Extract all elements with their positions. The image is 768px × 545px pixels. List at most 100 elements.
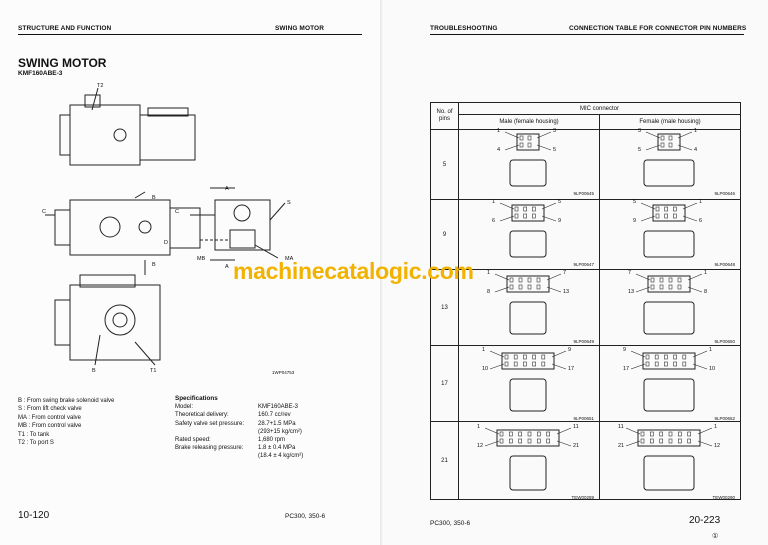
pin-number-label: 8 xyxy=(704,289,708,295)
leader-line xyxy=(484,427,500,435)
female-cell xyxy=(599,129,741,200)
pin-slot xyxy=(513,354,518,360)
spec-row: (293+15 kg/cm²) xyxy=(175,428,302,436)
label-b-lower: B xyxy=(92,368,96,374)
pin-slot xyxy=(664,354,668,360)
pin-slot xyxy=(523,213,527,219)
leader-line xyxy=(682,215,698,222)
connector-face xyxy=(496,429,560,447)
female-cell xyxy=(599,421,741,500)
connector-face xyxy=(652,204,686,222)
figure-code: 9LP00652 xyxy=(714,416,735,421)
label-ma: MA xyxy=(285,256,294,262)
male-cell xyxy=(458,345,600,422)
pin-slot xyxy=(537,431,541,437)
leader-line xyxy=(546,286,562,293)
table-row: 5 xyxy=(430,129,741,200)
pin-slot xyxy=(659,431,663,437)
pin-number-label: 5 xyxy=(558,199,562,205)
pin-slot xyxy=(513,361,518,367)
pin-slot xyxy=(519,142,524,148)
leader-line xyxy=(682,202,698,210)
pin-number-label: 10 xyxy=(482,366,489,372)
swing-motor-drawing xyxy=(45,87,286,366)
pin-number-label: 11 xyxy=(573,424,579,430)
right-header-rule xyxy=(430,34,744,35)
pin-slot xyxy=(514,206,519,212)
spec-row: Brake releasing pressure:1.8 ± 0.4 MPa xyxy=(175,444,295,452)
figure-code: 9LP00651 xyxy=(573,416,594,421)
pin-count: 21 xyxy=(430,421,459,500)
pin-slot xyxy=(509,438,513,444)
leader-line xyxy=(677,144,693,151)
pin-slot xyxy=(527,135,532,141)
label-t2: T2 xyxy=(97,83,104,89)
pin-count: 17 xyxy=(430,345,459,422)
leader-line xyxy=(541,215,557,222)
pin-number-label: 4 xyxy=(694,147,698,153)
specs-title: Specifications xyxy=(175,395,218,402)
pin-slot xyxy=(640,438,645,444)
figure-code: 9LP00647 xyxy=(573,262,594,267)
male-cell xyxy=(458,199,600,270)
pin-slot xyxy=(536,284,541,290)
leader-line xyxy=(635,273,651,281)
label-d: D xyxy=(164,240,168,246)
leader-line xyxy=(494,286,510,293)
pin-slot xyxy=(523,361,527,367)
connector-face xyxy=(642,352,696,370)
pin-slot xyxy=(527,431,532,437)
pin-number-label: 13 xyxy=(563,289,570,295)
spec-value: 1,680 rpm xyxy=(258,436,286,443)
leader-line xyxy=(484,440,500,447)
pin-slot xyxy=(527,438,532,444)
female-connector-icon xyxy=(640,202,698,258)
pin-slot xyxy=(527,284,532,290)
pin-slot xyxy=(541,361,546,367)
spec-row: Safety valve set pressure:28.7+1.5 MPa xyxy=(175,420,296,428)
leader-line xyxy=(489,350,505,358)
figure-code: 9LP00645 xyxy=(573,191,594,196)
connector-face xyxy=(501,352,555,370)
pin-slot xyxy=(519,135,524,141)
connector-face xyxy=(511,204,545,222)
legend-item: MB : From control valve xyxy=(18,423,82,430)
port-legend: B : From swing brake solenoid valve S : … xyxy=(18,397,114,447)
pin-number-label: 1 xyxy=(482,347,486,353)
label-c-left: C xyxy=(42,209,46,215)
pin-number-label: 17 xyxy=(568,366,575,372)
pin-number-label: 1 xyxy=(714,424,718,430)
spec-key: Safety valve set pressure: xyxy=(175,420,245,427)
leader-line xyxy=(504,131,520,139)
pin-slot xyxy=(537,438,541,444)
male-cell xyxy=(458,421,600,500)
pin-number-label: 1 xyxy=(709,347,713,353)
pin-slot xyxy=(532,213,536,219)
pin-slot xyxy=(668,284,673,290)
legend-item: S : From lift check valve xyxy=(18,406,82,413)
pin-slot xyxy=(640,431,645,437)
female-connector-icon xyxy=(625,427,713,491)
housing-body xyxy=(509,159,547,187)
spec-value: KMF160ABE-3 xyxy=(258,404,299,411)
left-header-rule xyxy=(18,34,362,35)
pin-slot xyxy=(509,431,513,437)
leader-line xyxy=(625,440,641,447)
connector-table: No. of pins MIC connector Male (female h… xyxy=(430,101,741,500)
label-b-bottom: B xyxy=(152,262,156,268)
table-row: 9 xyxy=(430,199,741,270)
female-connector-icon xyxy=(643,131,695,187)
spec-value: (18.4 ± 4 kg/cm²) xyxy=(258,453,304,460)
pin-slot xyxy=(677,284,682,290)
col-header-pins: No. of pins xyxy=(430,102,459,130)
housing-body xyxy=(643,230,695,258)
pin-number-label: 9 xyxy=(568,347,572,353)
pin-slot xyxy=(687,431,691,437)
pin-slot xyxy=(678,438,682,444)
pin-slot xyxy=(654,361,659,367)
pin-slot xyxy=(682,354,687,360)
pin-number-label: 11 xyxy=(618,424,624,430)
pin-slot xyxy=(645,361,650,367)
legend-item: B : From swing brake solenoid valve xyxy=(18,398,115,404)
